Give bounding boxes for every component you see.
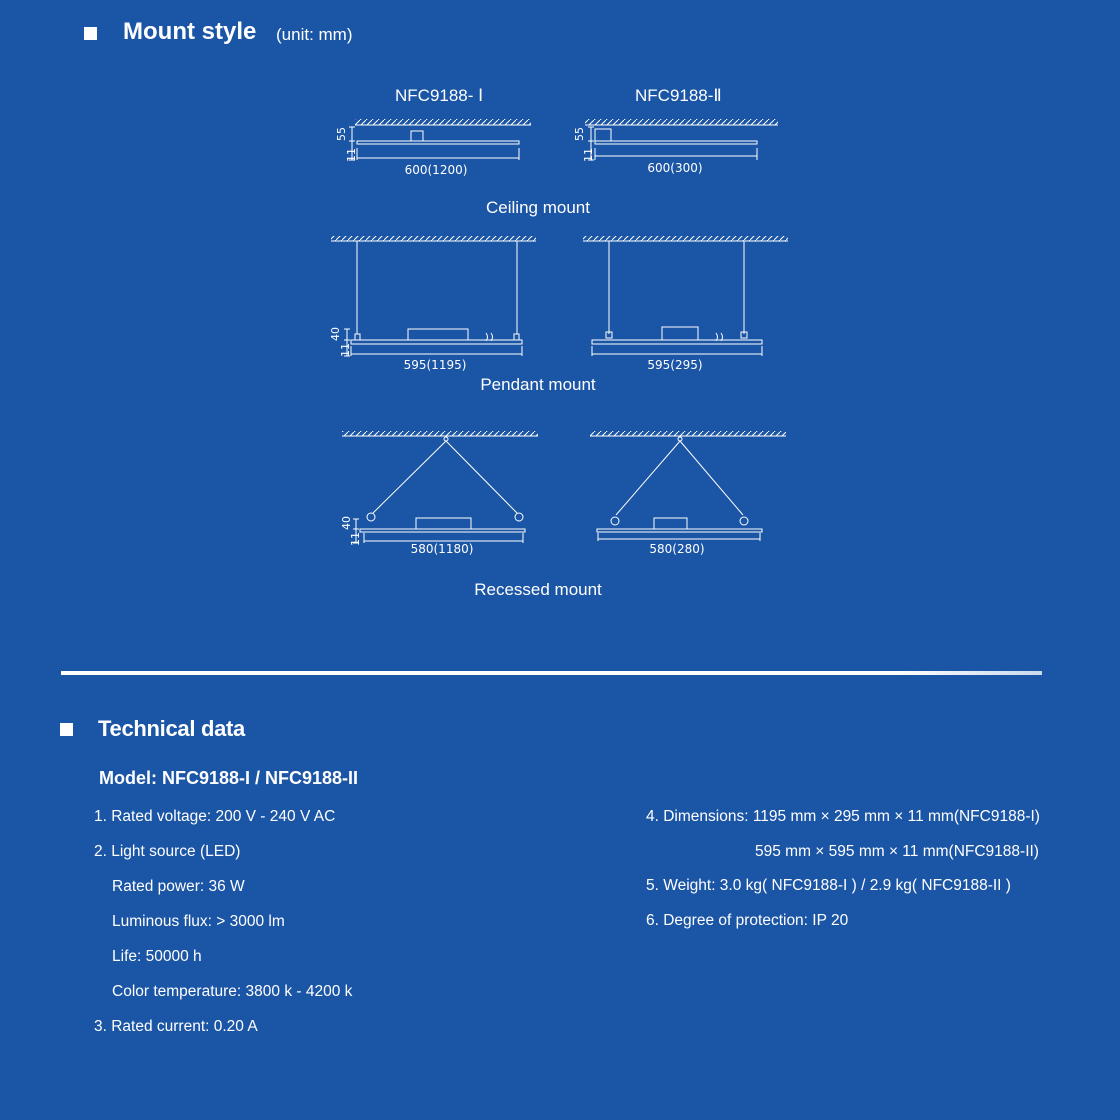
pendant-1-dim-bottom: 11	[339, 343, 352, 357]
recessed-mount-drawing-1	[342, 431, 538, 544]
spec-rated-power: Rated power: 36 W	[112, 878, 245, 895]
pendant-1-dim-top: 40	[329, 327, 342, 341]
ceiling-1-dim-width: 600(1200)	[405, 163, 468, 177]
spec-protection: 6. Degree of protection: IP 20	[646, 912, 849, 929]
recessed-mount-drawing-2	[590, 431, 786, 541]
ceiling-mount-caption: Ceiling mount	[486, 198, 590, 217]
model-label-2: NFC9188-Ⅱ	[635, 86, 722, 105]
recessed-1-dim-width: 580(1180)	[411, 542, 474, 556]
mount-style-title: Mount style	[123, 18, 257, 45]
ceiling-1-dim-bottom: 11	[345, 148, 358, 162]
ceiling-2-dim-bottom: 11	[582, 148, 595, 162]
technical-data-title: Technical data	[98, 716, 245, 741]
pendant-mount-caption: Pendant mount	[480, 375, 596, 394]
pendant-mount-drawing-1	[331, 236, 536, 357]
model-line: Model: NFC9188-I / NFC9188-II	[99, 768, 359, 788]
spec-dimensions-2: 595 mm × 595 mm × 11 mm(NFC9188-II)	[755, 843, 1039, 860]
spec-dimensions: 4. Dimensions: 1195 mm × 295 mm × 11 mm(…	[646, 808, 1040, 825]
section-divider	[61, 671, 1042, 675]
spec-rated-voltage: 1. Rated voltage: 200 V - 240 V AC	[94, 808, 336, 825]
spec-color-temperature: Color temperature: 3800 k - 4200 k	[112, 983, 353, 1000]
pendant-1-dim-width: 595(1195)	[404, 358, 467, 372]
section-bullet-icon	[60, 723, 73, 736]
section-bullet-icon	[84, 27, 97, 40]
unit-label: (unit: mm)	[276, 25, 353, 44]
recessed-2-dim-width: 580(280)	[649, 542, 704, 556]
recessed-1-dim-bottom: 11	[349, 532, 362, 546]
recessed-1-dim-top: 40	[340, 516, 353, 530]
spec-life: Life: 50000 h	[112, 948, 202, 965]
ceiling-2-dim-width: 600(300)	[647, 161, 702, 175]
spec-luminous-flux: Luminous flux: > 3000 lm	[112, 913, 285, 930]
spec-weight: 5. Weight: 3.0 kg( NFC9188-I ) / 2.9 kg(…	[646, 877, 1011, 894]
spec-light-source: 2. Light source (LED)	[94, 843, 241, 860]
spec-rated-current: 3. Rated current: 0.20 A	[94, 1018, 258, 1035]
ceiling-1-dim-top: 55	[335, 127, 348, 141]
pendant-mount-drawing-2	[583, 236, 788, 356]
model-label-1: NFC9188- Ⅰ	[395, 86, 484, 105]
ceiling-mount-drawing-2	[585, 119, 778, 161]
recessed-mount-caption: Recessed mount	[474, 580, 602, 599]
ceiling-2-dim-top: 55	[573, 127, 586, 141]
pendant-2-dim-width: 595(295)	[647, 358, 702, 372]
ceiling-mount-drawing-1	[349, 119, 531, 161]
